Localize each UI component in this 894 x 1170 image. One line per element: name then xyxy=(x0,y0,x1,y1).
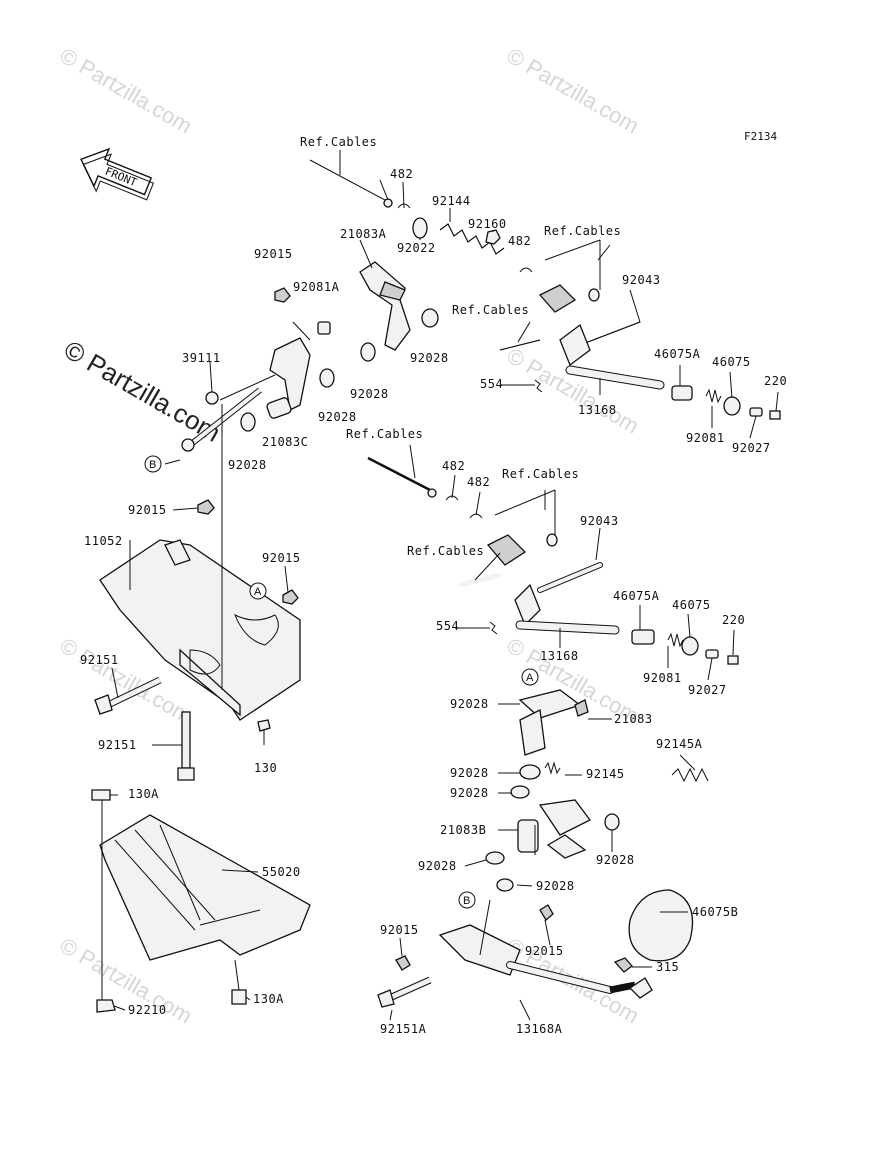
part-label: 130 xyxy=(254,761,277,775)
part-label: Ref.Cables xyxy=(407,544,484,558)
part-label: 92151 xyxy=(80,653,119,667)
ref-b-label: B xyxy=(463,895,470,907)
part-label: 21083B xyxy=(440,823,486,837)
part-label: Ref.Cables xyxy=(346,427,423,441)
part-label: 92081 xyxy=(643,671,682,685)
part-label: 482 xyxy=(508,234,531,248)
part-label: 92028 xyxy=(418,859,457,873)
part-label: 554 xyxy=(480,377,503,391)
part-label: 92028 xyxy=(318,410,357,424)
skid-plate xyxy=(91,789,311,1013)
part-label: 13168 xyxy=(578,403,617,417)
part-label: 92210 xyxy=(128,1003,167,1017)
part-label: 220 xyxy=(764,374,787,388)
part-label: 92022 xyxy=(397,241,436,255)
part-label: 46075B xyxy=(692,905,738,919)
part-label: 39111 xyxy=(182,351,221,365)
part-label: 92015 xyxy=(128,503,167,517)
part-label: 21083C xyxy=(262,435,308,449)
part-label: 130A xyxy=(253,992,284,1006)
ref-circle-b-upper: B xyxy=(144,455,162,473)
part-label: 92028 xyxy=(350,387,389,401)
part-label: 482 xyxy=(467,475,490,489)
part-label: 92151 xyxy=(98,738,137,752)
part-label: Ref.Cables xyxy=(300,135,377,149)
upper-cable-assembly xyxy=(164,150,781,465)
leader-lines xyxy=(110,179,779,1021)
part-label: 92028 xyxy=(596,853,635,867)
part-label: 92144 xyxy=(432,194,471,208)
part-label: 46075A xyxy=(654,347,701,361)
part-label: 92028 xyxy=(228,458,267,472)
part-label: 11052 xyxy=(84,534,123,548)
part-label: 92015 xyxy=(380,923,419,937)
part-label: 92028 xyxy=(450,766,489,780)
part-labels: Ref.Cables 482 92144 92160 482 Ref.Cable… xyxy=(80,135,787,1036)
part-label: 55020 xyxy=(262,865,301,879)
part-label: 92027 xyxy=(732,441,771,455)
part-label: 315 xyxy=(656,960,679,974)
ref-circle-a-upper: A xyxy=(249,582,267,600)
part-label: Ref.Cables xyxy=(544,224,621,238)
part-label: 482 xyxy=(442,459,465,473)
part-label: 482 xyxy=(390,167,413,181)
part-label: 92081 xyxy=(686,431,725,445)
part-label: 92028 xyxy=(410,351,449,365)
part-label: 46075 xyxy=(712,355,751,369)
ref-a-label: A xyxy=(526,672,534,684)
diagram-code: F2134 xyxy=(744,130,777,143)
pedal-assembly xyxy=(377,689,709,1008)
part-label: 92015 xyxy=(262,551,301,565)
part-label: 13168A xyxy=(516,1022,563,1036)
part-label: 92145A xyxy=(656,737,703,751)
part-label: 92081A xyxy=(293,280,340,294)
part-label: 130A xyxy=(128,787,159,801)
part-label: 92015 xyxy=(254,247,293,261)
front-arrow-icon: FRONT xyxy=(80,147,155,201)
lower-cable-assembly xyxy=(367,456,739,665)
part-label: 92043 xyxy=(622,273,661,287)
watermark: © Partzilla.com xyxy=(56,43,197,139)
part-label: Ref.Cables xyxy=(452,303,529,317)
part-label: 92028 xyxy=(450,786,489,800)
ref-b-label: B xyxy=(149,459,156,471)
watermark: © Partzilla.com xyxy=(503,43,644,139)
part-label: Ref.Cables xyxy=(502,467,579,481)
part-label: 46075A xyxy=(613,589,660,603)
ref-a-label: A xyxy=(254,586,262,598)
part-label: 92028 xyxy=(536,879,575,893)
frame-bracket xyxy=(94,404,301,781)
part-label: 92145 xyxy=(586,767,625,781)
part-label: 46075 xyxy=(672,598,711,612)
part-label: 13168 xyxy=(540,649,579,663)
part-label: 554 xyxy=(436,619,459,633)
part-label: 92027 xyxy=(688,683,727,697)
part-label: 92160 xyxy=(468,217,507,231)
part-label: 92043 xyxy=(580,514,619,528)
part-label: 92015 xyxy=(525,944,564,958)
part-label: 21083A xyxy=(340,227,387,241)
part-label: 21083 xyxy=(614,712,653,726)
ref-circle-a-lower: A xyxy=(521,668,539,686)
part-label: 220 xyxy=(722,613,745,627)
ref-circle-b-lower: B xyxy=(458,891,476,909)
part-label: 92151A xyxy=(380,1022,427,1036)
part-label: 92028 xyxy=(450,697,489,711)
